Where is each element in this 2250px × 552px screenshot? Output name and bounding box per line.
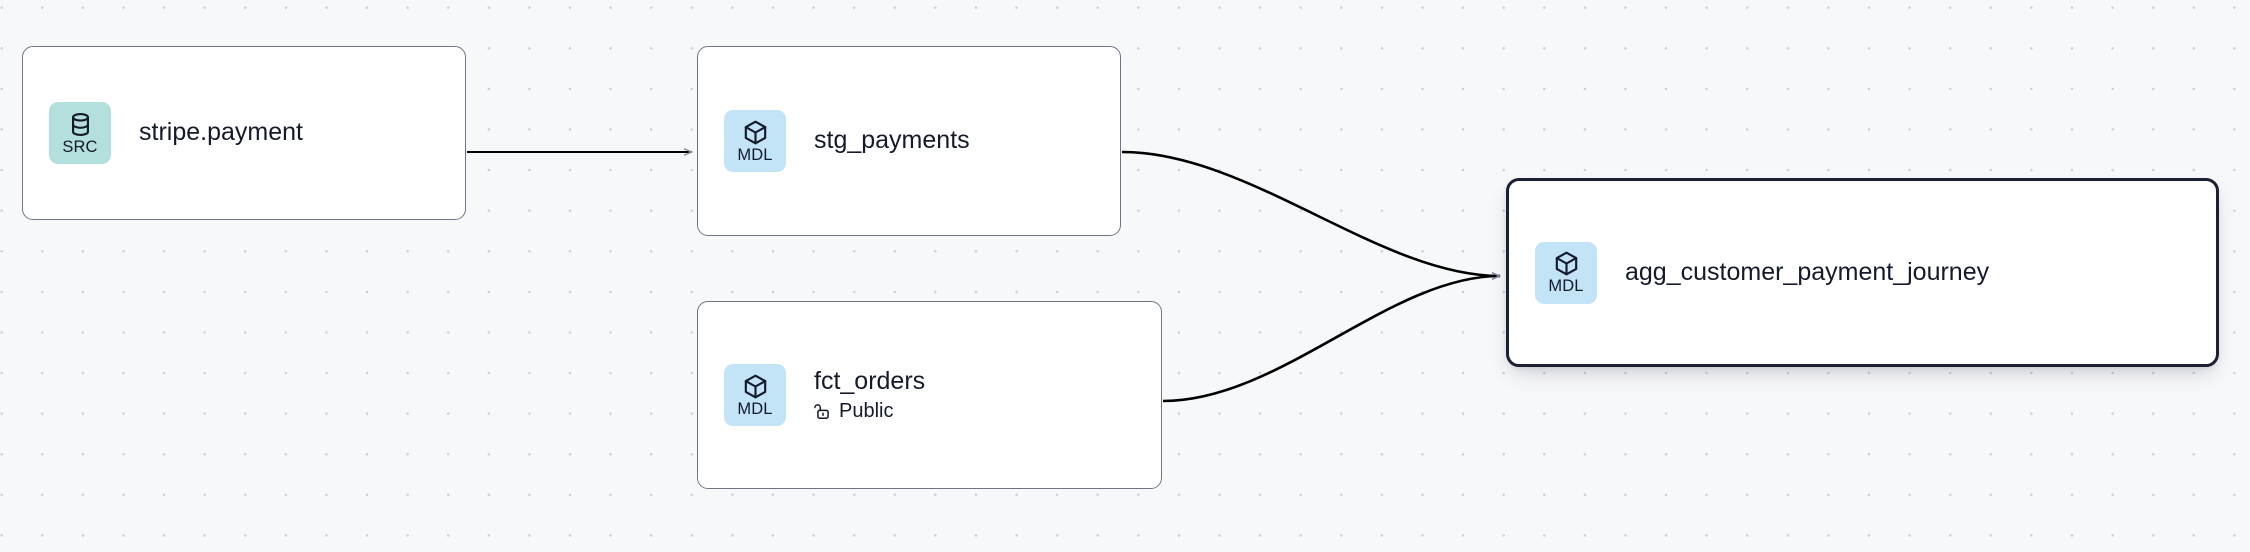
badge-label: MDL xyxy=(737,399,773,418)
cube-icon xyxy=(742,119,769,146)
node-title: agg_customer_payment_journey xyxy=(1625,257,1990,286)
edge-fct-orders-to-agg-customer-payment-journey xyxy=(1162,276,1500,403)
model-type-badge: MDL xyxy=(1535,241,1597,304)
visibility-label: Public xyxy=(839,400,894,423)
node-title: stg_payments xyxy=(814,126,970,155)
node-title: stripe.payment xyxy=(139,118,303,147)
node-visibility: Public xyxy=(814,399,925,423)
node-body: stg_payments xyxy=(814,126,970,156)
node-stg-payments[interactable]: MDL stg_payments xyxy=(697,46,1121,236)
edge-stg-payments-to-agg-customer-payment-journey xyxy=(1121,150,1500,276)
node-title: fct_orders xyxy=(814,366,926,395)
model-type-badge: MDL xyxy=(724,110,786,172)
database-icon xyxy=(67,111,94,138)
badge-label: SRC xyxy=(62,137,98,156)
node-body: fct_orders Public xyxy=(814,367,925,424)
badge-label: MDL xyxy=(737,145,773,164)
cube-icon xyxy=(1553,250,1580,277)
unlock-icon xyxy=(814,402,832,420)
node-body: stripe.payment xyxy=(139,118,303,148)
node-agg-customer-payment-journey[interactable]: MDL agg_customer_payment_journey xyxy=(1506,178,2219,367)
badge-label: MDL xyxy=(1548,277,1584,296)
node-fct-orders[interactable]: MDL fct_orders Public xyxy=(697,301,1162,489)
node-body: agg_customer_payment_journey xyxy=(1625,258,1989,288)
node-stripe-payment[interactable]: SRC stripe.payment xyxy=(22,46,466,220)
cube-icon xyxy=(742,373,769,400)
source-type-badge: SRC xyxy=(49,102,111,164)
model-type-badge: MDL xyxy=(724,364,786,426)
